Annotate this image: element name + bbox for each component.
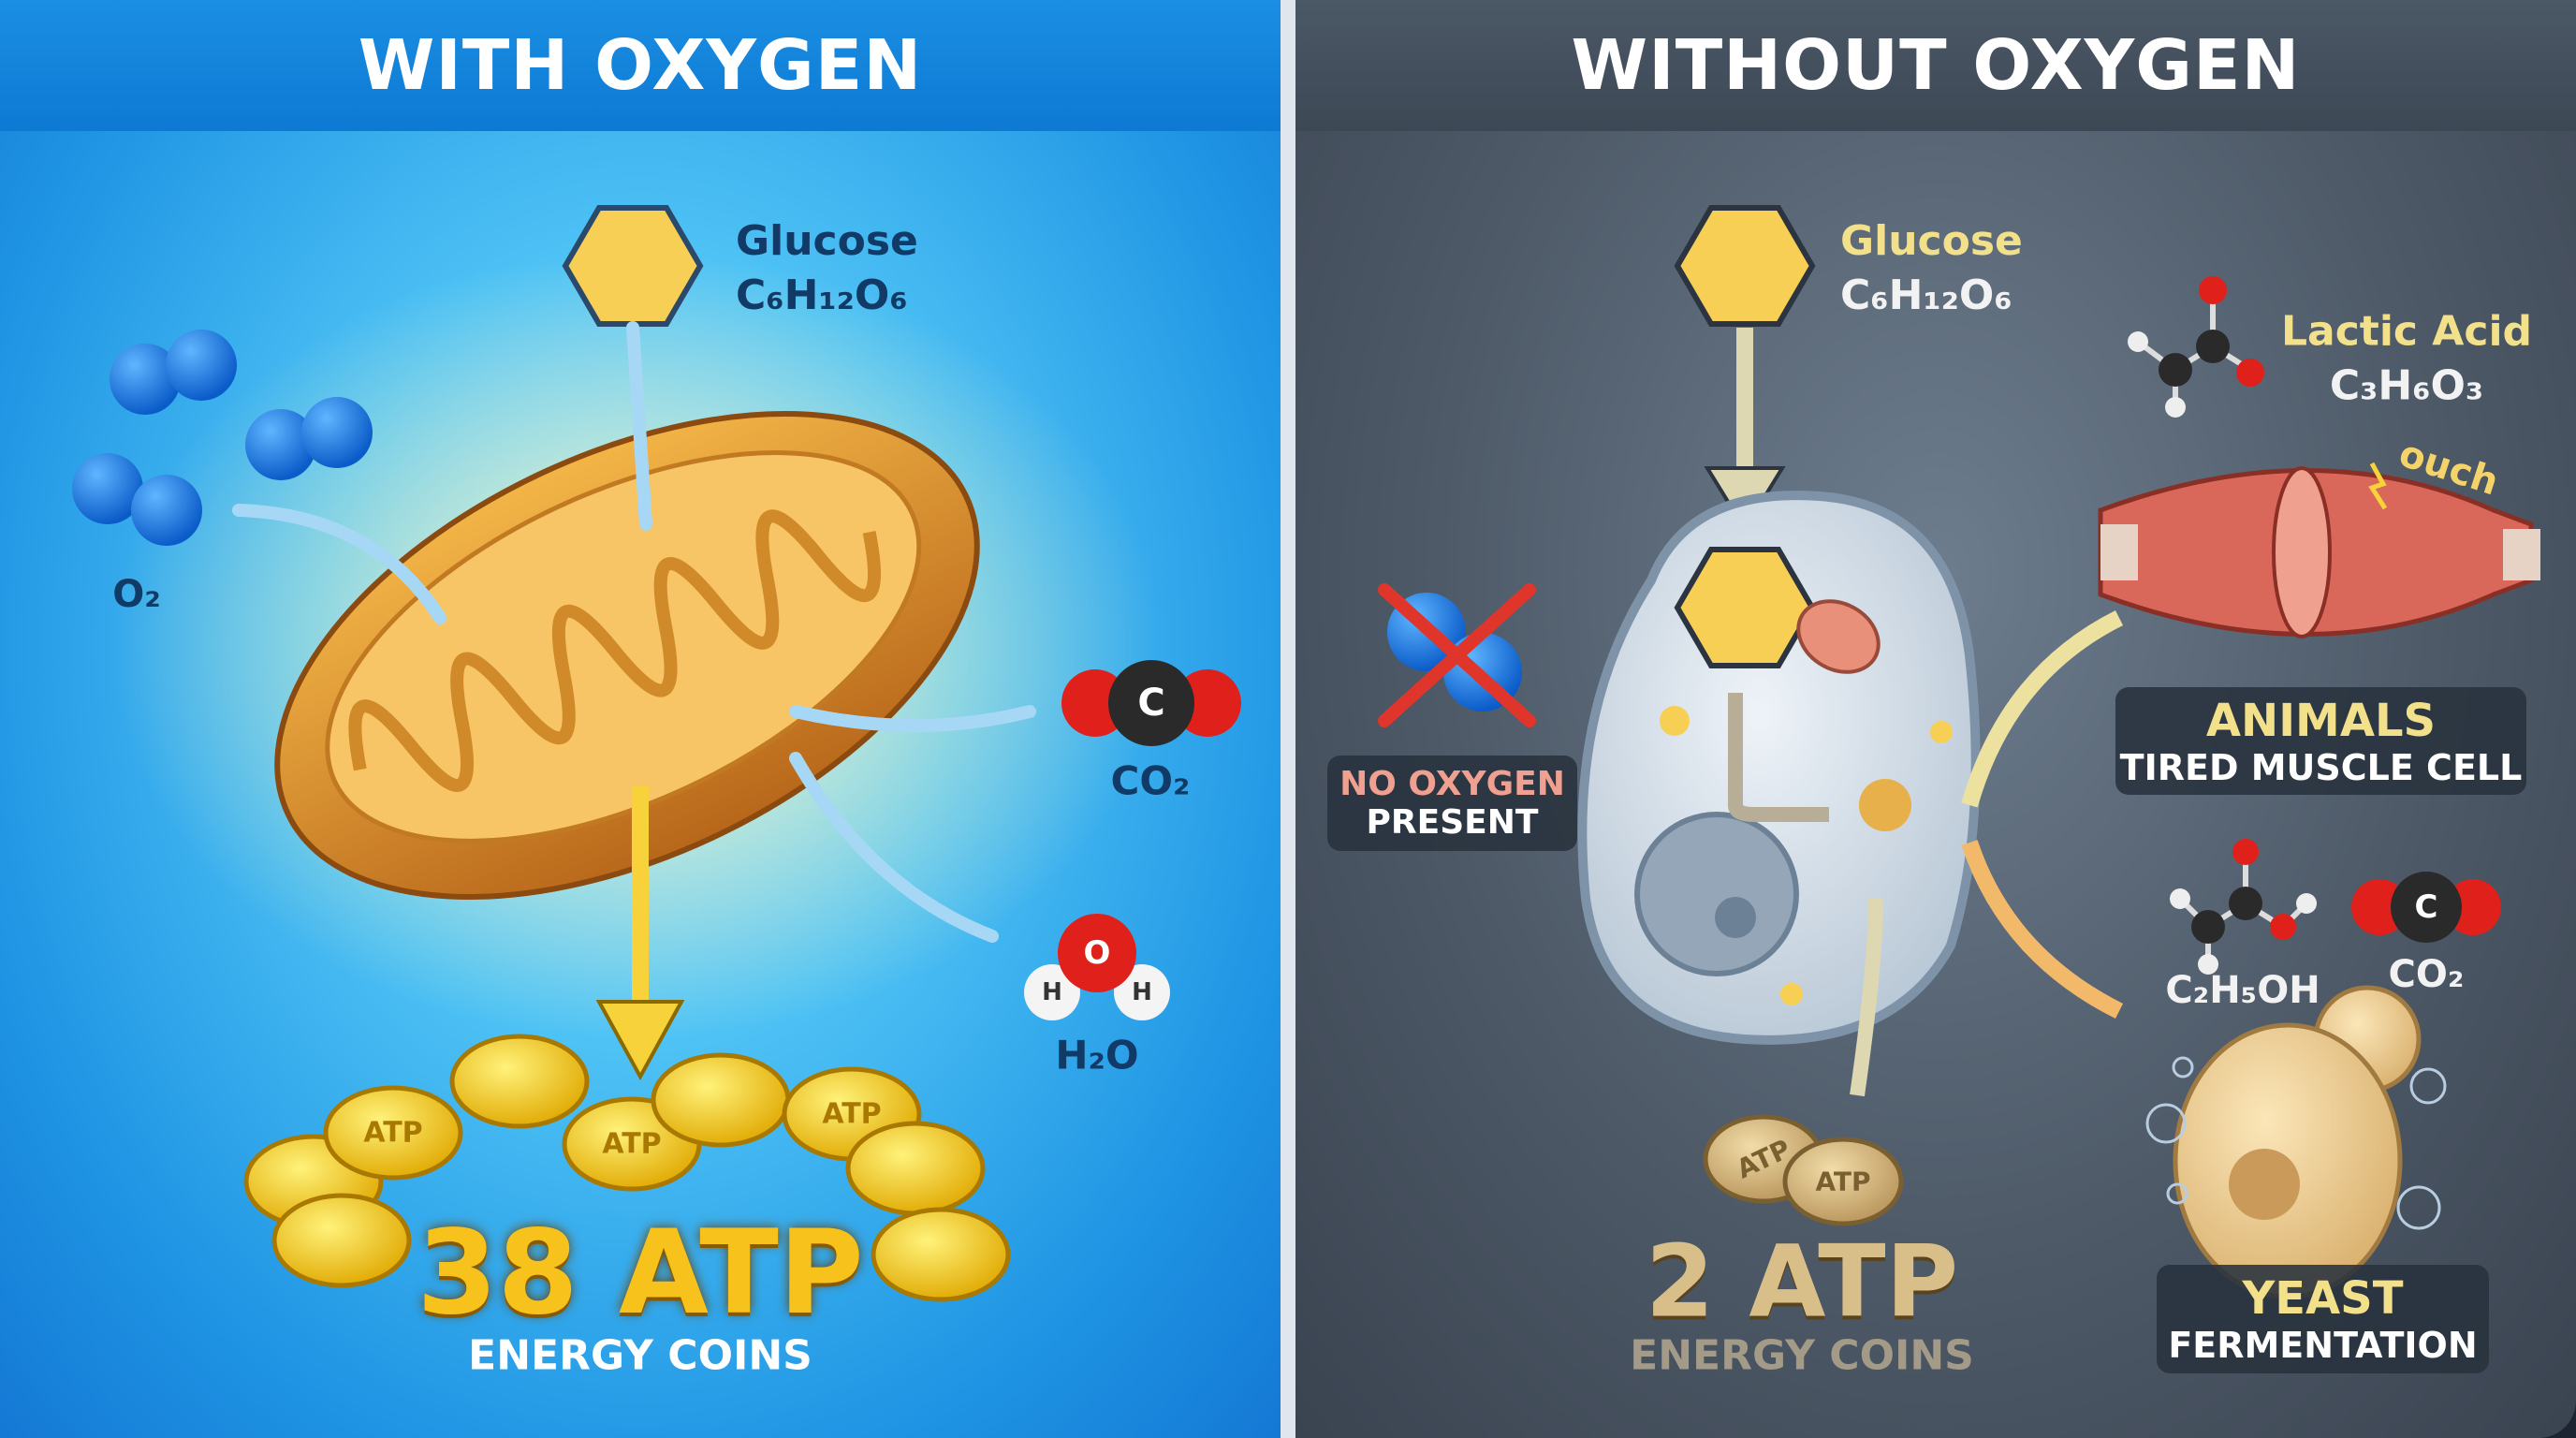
aerobic-panel: WITH OXYGEN — [0, 0, 1281, 1438]
lactic-acid-formula: C₃H₆O₃ — [2329, 361, 2484, 410]
glucose-label: Glucose — [1840, 217, 2023, 265]
co2-molecule-icon — [2351, 872, 2501, 943]
co2-label: CO₂ — [1110, 757, 1191, 804]
glucose-hexagon-icon — [562, 205, 704, 327]
crossed-out-oxygen-icon — [1378, 583, 1536, 727]
glucose-label: Glucose — [736, 217, 918, 265]
oxygen-label: O₂ — [112, 573, 161, 616]
h2o-hydrogen-atom-label: H — [1132, 978, 1152, 1006]
glucose-formula: C₆H₁₂O₆ — [1840, 271, 2012, 319]
granule-icon — [1930, 721, 1953, 743]
flow-arrows — [232, 321, 1036, 943]
nucleolus-icon — [1715, 897, 1756, 938]
yeast-subtitle: FERMENTATION — [2168, 1325, 2478, 1366]
yeast-arrow — [1961, 840, 2124, 1020]
oxygen-molecule-icon — [110, 330, 237, 415]
h2o-label: H₂O — [1055, 1032, 1139, 1078]
yeast-cell-icon — [2145, 985, 2447, 1299]
ethanol-label: C₂H₅OH — [2165, 969, 2320, 1012]
arrow-head-icon — [595, 1000, 685, 1081]
co2-carbon-atom-label: C — [1137, 682, 1165, 725]
muscle-icon — [2098, 462, 2540, 638]
glucose-hexagon-icon — [1674, 205, 1816, 327]
h2o-hydrogen-atom-label: H — [1042, 978, 1062, 1006]
atp-count-aerobic: 38 ATP — [417, 1206, 864, 1341]
anaerobic-illustration — [1378, 205, 2540, 1299]
anaerobic-panel: WITHOUT OXYGEN — [1295, 0, 2576, 1438]
no-oxygen-label: NO OXYGEN — [1339, 765, 1565, 803]
no-oxygen-badge: NO OXYGEN PRESENT — [1327, 756, 1577, 851]
coin-label: ATP — [1815, 1166, 1871, 1197]
coin-label: ATP — [822, 1097, 882, 1131]
atp-caption-aerobic: ENERGY COINS — [468, 1331, 812, 1380]
ethanol-molecule-icon — [2170, 839, 2317, 975]
atp-coin-pile-icon — [243, 1034, 1011, 1302]
lactic-acid-molecule-icon — [2128, 276, 2264, 418]
yeast-badge: YEAST FERMENTATION — [2157, 1265, 2489, 1373]
atp-arrow — [1850, 898, 1883, 1097]
anaerobic-title: WITHOUT OXYGEN — [1295, 0, 2576, 131]
coin-label: ATP — [602, 1127, 662, 1161]
oxygen-molecule-icon — [245, 397, 373, 480]
granule-icon — [1780, 983, 1803, 1005]
glycolysis-arrow — [1728, 693, 1829, 822]
atp-coins-icon — [1703, 1114, 1904, 1226]
granule-icon — [1660, 706, 1690, 736]
yeast-title: YEAST — [2242, 1272, 2404, 1325]
h2o-oxygen-atom-label: O — [1083, 934, 1111, 972]
no-oxygen-sublabel: PRESENT — [1366, 803, 1539, 842]
animals-badge: ANIMALS TIRED MUSCLE CELL — [2115, 687, 2526, 795]
coin-label: ATP — [363, 1116, 423, 1150]
aerobic-title: WITH OXYGEN — [0, 0, 1281, 131]
co2-molecule-icon — [1061, 660, 1241, 746]
glucose-formula: C₆H₁₂O₆ — [736, 271, 908, 319]
atp-count-anaerobic: 2 ATP — [1645, 1224, 1959, 1340]
h2o-molecule-icon — [1024, 914, 1170, 1020]
glucose-hexagon-icon — [1674, 547, 1816, 668]
aerobic-illustration — [72, 205, 1241, 1302]
co2-label: CO₂ — [2388, 953, 2465, 996]
nucleus-icon — [1634, 812, 1799, 976]
atp-caption-anaerobic: ENERGY COINS — [1630, 1331, 1974, 1380]
enzyme-icon — [1859, 779, 1911, 831]
panel-divider — [1281, 0, 1295, 1438]
animals-arrow — [1961, 609, 2124, 808]
lactic-acid-label: Lactic Acid — [2280, 307, 2533, 356]
co2-carbon-atom-label: C — [2414, 888, 2438, 926]
animals-title: ANIMALS — [2205, 694, 2437, 747]
animals-subtitle: TIRED MUSCLE CELL — [2119, 746, 2523, 788]
oxygen-molecule-icon — [72, 453, 202, 546]
mitochondrion-icon — [1796, 599, 1881, 674]
